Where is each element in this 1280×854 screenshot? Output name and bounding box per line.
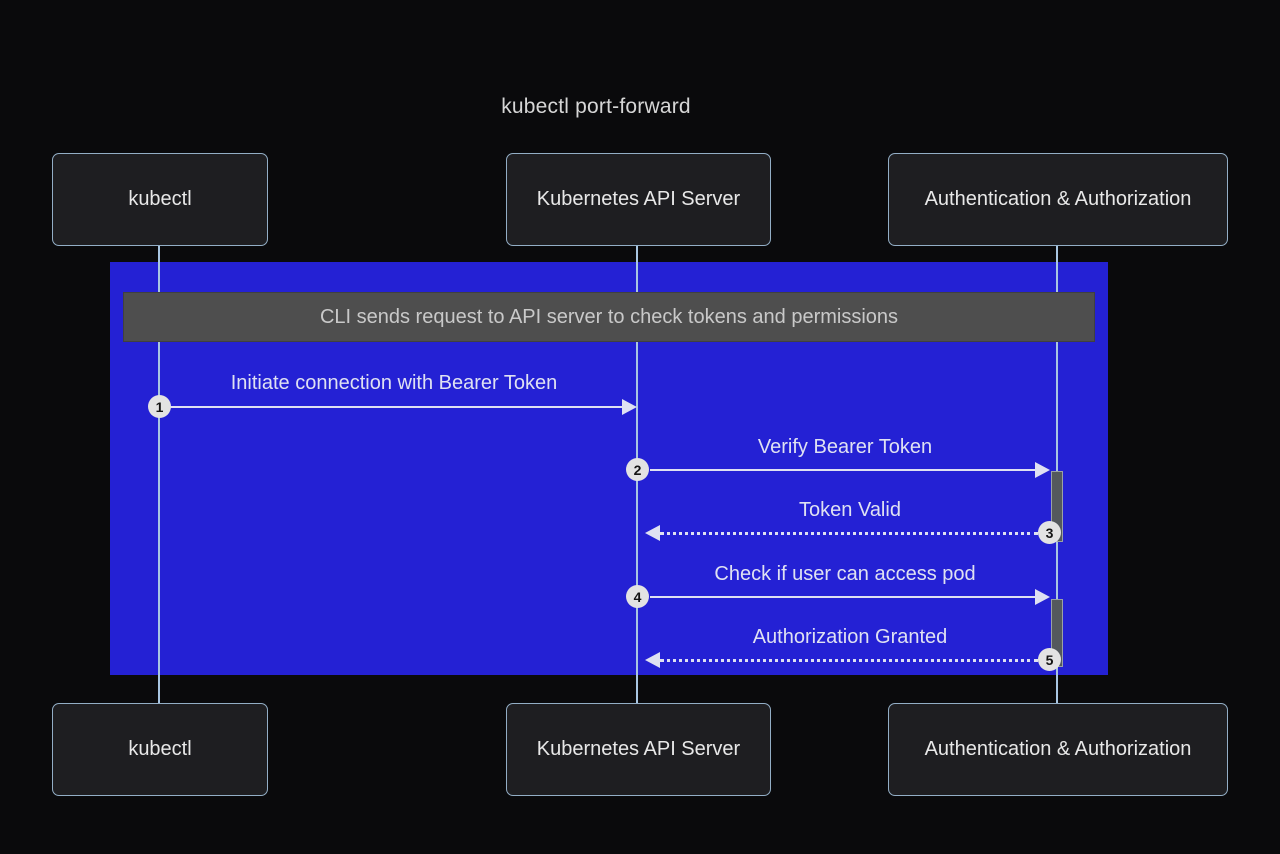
arrowhead-right-icon — [622, 399, 637, 415]
message-label-1: Initiate connection with Bearer Token — [230, 372, 558, 394]
participant-kubectl-top: kubectl — [52, 153, 268, 246]
message-number-badge: 3 — [1038, 521, 1061, 544]
participant-label: kubectl — [128, 188, 192, 210]
message-label-2: Verify Bearer Token — [757, 436, 933, 458]
note-box: CLI sends request to API server to check… — [123, 292, 1095, 342]
participant-auth-top: Authentication & Authorization — [888, 153, 1228, 246]
arrowhead-left-icon — [645, 525, 660, 541]
message-number-badge: 2 — [626, 458, 649, 481]
message-label-4: Check if user can access pod — [714, 563, 976, 585]
participant-api-server-top: Kubernetes API Server — [506, 153, 771, 246]
message-label-3: Token Valid — [799, 499, 901, 521]
participant-label: Authentication & Authorization — [924, 738, 1192, 760]
message-line-3 — [660, 532, 1038, 535]
arrowhead-right-icon — [1035, 462, 1050, 478]
diagram-title: kubectl port-forward — [501, 95, 691, 118]
note-text: CLI sends request to API server to check… — [319, 305, 899, 328]
arrowhead-right-icon — [1035, 589, 1050, 605]
participant-label: Kubernetes API Server — [536, 738, 741, 760]
message-number-badge: 4 — [626, 585, 649, 608]
message-number-badge: 1 — [148, 395, 171, 418]
participant-kubectl-bottom: kubectl — [52, 703, 268, 796]
message-label-5: Authorization Granted — [752, 626, 948, 648]
lifeline-kubectl — [158, 246, 160, 704]
participant-api-server-bottom: Kubernetes API Server — [506, 703, 771, 796]
message-line-1 — [170, 406, 623, 408]
message-line-2 — [650, 469, 1036, 471]
participant-label: Authentication & Authorization — [924, 188, 1192, 210]
arrowhead-left-icon — [645, 652, 660, 668]
message-line-4 — [650, 596, 1036, 598]
participant-auth-bottom: Authentication & Authorization — [888, 703, 1228, 796]
message-line-5 — [660, 659, 1038, 662]
message-number-badge: 5 — [1038, 648, 1061, 671]
participant-label: kubectl — [128, 738, 192, 760]
participant-label: Kubernetes API Server — [536, 188, 741, 210]
